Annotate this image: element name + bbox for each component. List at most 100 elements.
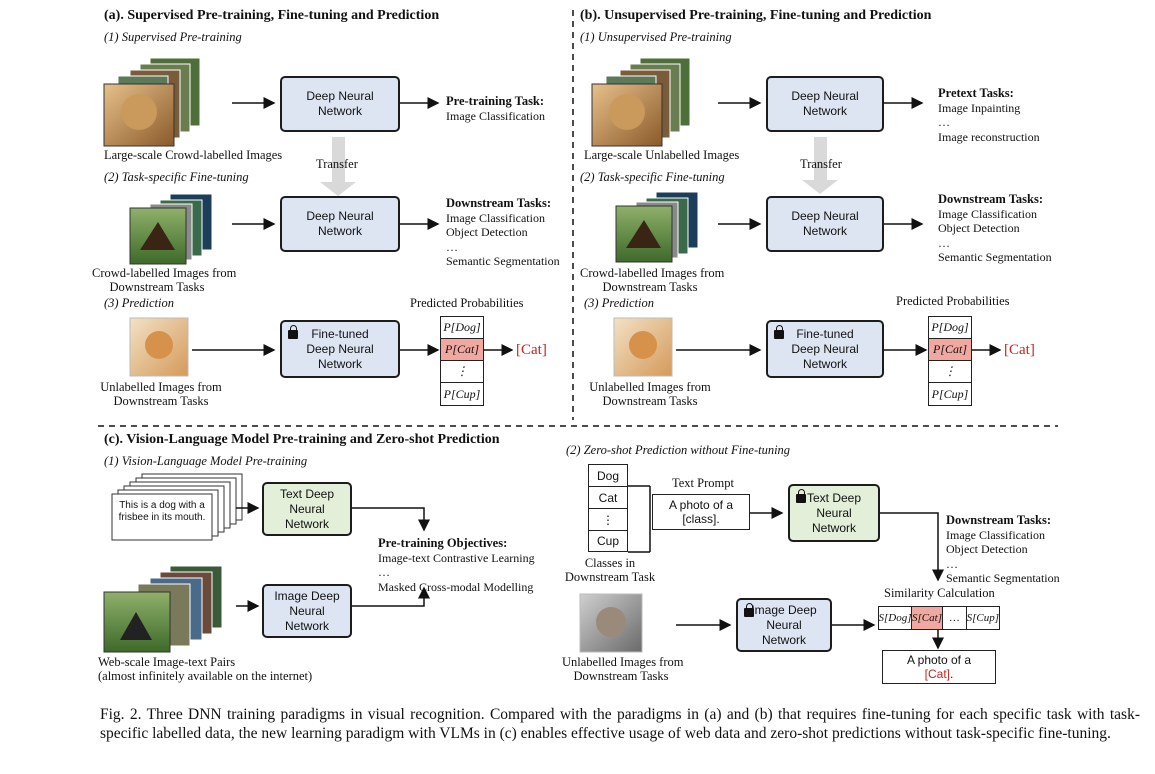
panel-b-finetuned-label: Fine-tuned Deep Neural Network xyxy=(791,326,859,371)
pairs-label: Web-scale Image-text Pairs (almost infin… xyxy=(98,655,312,684)
panel-b-pretext-3: Image reconstruction xyxy=(938,129,1040,144)
prob-cat: P[Cat] xyxy=(929,339,971,361)
panel-a-title: (a). Supervised Pre-training, Fine-tunin… xyxy=(104,8,440,23)
finetune-image-stack-b xyxy=(615,191,699,263)
prob-cup: P[Cup] xyxy=(931,386,969,401)
panel-b-transfer-label: Transfer xyxy=(800,157,842,171)
panel-b-finetune-label-2: Downstream Tasks xyxy=(602,280,698,295)
panel-a-finetuned-label: Fine-tuned Deep Neural Network xyxy=(306,326,374,371)
panel-b-downstream-1: Image Classification xyxy=(938,206,1037,221)
panel-c-step2: (2) Zero-shot Prediction without Fine-tu… xyxy=(566,443,791,457)
panel-a-dnn-pretrain: Deep Neural Network xyxy=(280,76,400,132)
similarity-vector: S[Dog] S[Cat] … S[Cup] xyxy=(878,606,1000,630)
image-dnn-pretrain: Image Deep Neural Network xyxy=(262,584,352,638)
prob-dog: P[Dog] xyxy=(929,317,971,339)
result-suffix: . xyxy=(950,667,954,681)
lock-icon xyxy=(774,325,784,339)
text-dnn-zeroshot-label: Text Deep Neural Network xyxy=(806,490,862,535)
result-class: [Cat] xyxy=(924,667,950,681)
panel-b-step2: (2) Task-specific Fine-tuning xyxy=(580,170,725,184)
panel-a-prob-vector: P[Dog] P[Cat] ⋮ P[Cup] xyxy=(440,316,484,406)
result-prefix: A photo of a xyxy=(906,653,972,667)
class-cat: Cat xyxy=(589,487,627,509)
panel-b-finetune-images-label: Crowd-labelled Images from Downstream Ta… xyxy=(580,266,724,295)
prob-dog: P[Dog] xyxy=(441,317,483,339)
classes-label: Classes in Downstream Task xyxy=(560,556,660,585)
class-cup: Cup xyxy=(589,531,627,551)
image-dnn-zeroshot-label: Image Deep Neural Network xyxy=(751,602,817,647)
result-box: A photo of a [Cat]. xyxy=(882,650,996,684)
panel-c-downstream-tasks: Downstream Tasks: Image Classification O… xyxy=(946,513,1060,586)
pairs-label-2: (almost infinitely available on the inte… xyxy=(98,669,313,684)
panel-b-predict-images-label: Unlabelled Images from Downstream Tasks xyxy=(580,380,720,409)
panel-a-step2: (2) Task-specific Fine-tuning xyxy=(104,170,249,184)
sim-cup: S[Cup] xyxy=(966,612,999,624)
prob-dots: ⋮ xyxy=(441,361,483,383)
transfer-arrow-a xyxy=(320,137,356,196)
unlabelled-images-label: Unlabelled Images from Downstream Tasks xyxy=(562,655,684,684)
panel-a-predict-images-label: Unlabelled Images from Downstream Tasks xyxy=(96,380,226,409)
class-list: Dog Cat ⋮ Cup xyxy=(588,464,628,552)
objective-3: Masked Cross-modal Modelling xyxy=(378,579,534,594)
objectives-title: Pre-training Objectives: xyxy=(378,536,508,550)
pair-image-stack xyxy=(103,565,223,653)
panel-a-pretrain-task-value: Image Classification xyxy=(446,108,545,123)
text-dnn-pretrain: Text Deep Neural Network xyxy=(262,482,352,536)
panel-a-dnn-finetune: Deep Neural Network xyxy=(280,196,400,252)
lock-icon xyxy=(796,489,806,503)
panel-b-dnn-finetune: Deep Neural Network xyxy=(766,196,884,252)
panel-a-dnn-pretrain-label: Deep Neural Network xyxy=(306,89,374,118)
panel-c-downstream-title: Downstream Tasks: xyxy=(946,513,1051,527)
prob-dots: ⋮ xyxy=(929,361,971,383)
similarity-title: Similarity Calculation xyxy=(884,586,995,600)
prob-cup: P[Cup] xyxy=(443,386,481,401)
panel-c-downstream-4: Semantic Segmentation xyxy=(946,571,1060,585)
text-prompt-title: Text Prompt xyxy=(672,476,734,490)
panel-a-predict-label-1: Unlabelled Images from xyxy=(100,380,222,394)
panel-b-pretext-1: Image Inpainting xyxy=(938,100,1021,115)
panel-a-finetune-label-2: Downstream Tasks xyxy=(109,280,205,295)
lock-icon xyxy=(288,325,298,339)
text-dnn-pretrain-label: Text Deep Neural Network xyxy=(279,486,335,531)
panel-b-finetuned-dnn: Fine-tuned Deep Neural Network xyxy=(766,320,884,378)
panel-b-predict-label-1: Unlabelled Images from xyxy=(589,380,711,394)
panel-b-downstream-4: Semantic Segmentation xyxy=(938,250,1052,264)
panel-b-title: (b). Unsupervised Pre-training, Fine-tun… xyxy=(580,8,932,23)
text-dnn-zeroshot: Text Deep Neural Network xyxy=(788,484,880,542)
classes-label-2: Downstream Task xyxy=(564,570,656,585)
panel-b-prob-vector: P[Dog] P[Cat] ⋮ P[Cup] xyxy=(928,316,972,406)
panel-b-output: [Cat] xyxy=(1004,342,1035,358)
panel-c-downstream-1: Image Classification xyxy=(946,527,1045,542)
class-dots: ⋮ xyxy=(589,509,627,531)
text-prompt-box: A photo of a [class]. xyxy=(652,494,750,530)
panel-b-pretext-title: Pretext Tasks: xyxy=(938,86,1014,100)
sim-dog: S[Dog] xyxy=(879,607,912,629)
objective-2: … xyxy=(378,565,390,579)
panel-a-finetuned-dnn: Fine-tuned Deep Neural Network xyxy=(280,320,400,378)
panel-a-downstream-tasks: Downstream Tasks: Image Classification O… xyxy=(446,196,560,269)
panel-b-pretext-2: … xyxy=(938,115,950,129)
panel-a-downstream-title: Downstream Tasks: xyxy=(446,196,551,210)
unlabelled-label-1: Unlabelled Images from xyxy=(562,655,684,669)
panel-b-downstream-3: … xyxy=(938,235,950,250)
classes-label-1: Classes in xyxy=(584,556,636,570)
panel-b-pretext-tasks: Pretext Tasks: Image Inpainting … Image … xyxy=(938,86,1040,144)
panel-b-downstream-2: Object Detection xyxy=(938,221,1020,235)
panel-a-downstream-4: Semantic Segmentation xyxy=(446,254,560,268)
panel-a-finetune-images-label: Crowd-labelled Images from Downstream Ta… xyxy=(92,266,236,295)
objective-1: Image-text Contrastive Learning xyxy=(378,550,535,565)
panel-a-transfer-label: Transfer xyxy=(316,157,358,171)
panel-a-downstream-2: Object Detection xyxy=(446,225,528,239)
prob-cat: P[Cat] xyxy=(441,339,483,361)
figure-caption: Fig. 2. Three DNN training paradigms in … xyxy=(100,706,1140,742)
panel-b-predict-label-2: Downstream Tasks xyxy=(602,394,698,409)
caption-note-stack xyxy=(111,473,243,541)
panel-c-downstream-2: Object Detection xyxy=(946,542,1028,556)
panel-b-pretrain-images-label: Large-scale Unlabelled Images xyxy=(584,148,740,162)
sim-cat: S[Cat] xyxy=(912,607,944,629)
image-dnn-pretrain-label: Image Deep Neural Network xyxy=(274,588,340,633)
panel-b-dnn-pretrain-label: Deep Neural Network xyxy=(791,89,859,118)
pretraining-objectives: Pre-training Objectives: Image-text Cont… xyxy=(378,536,535,594)
predict-cat-image-a xyxy=(129,317,189,377)
